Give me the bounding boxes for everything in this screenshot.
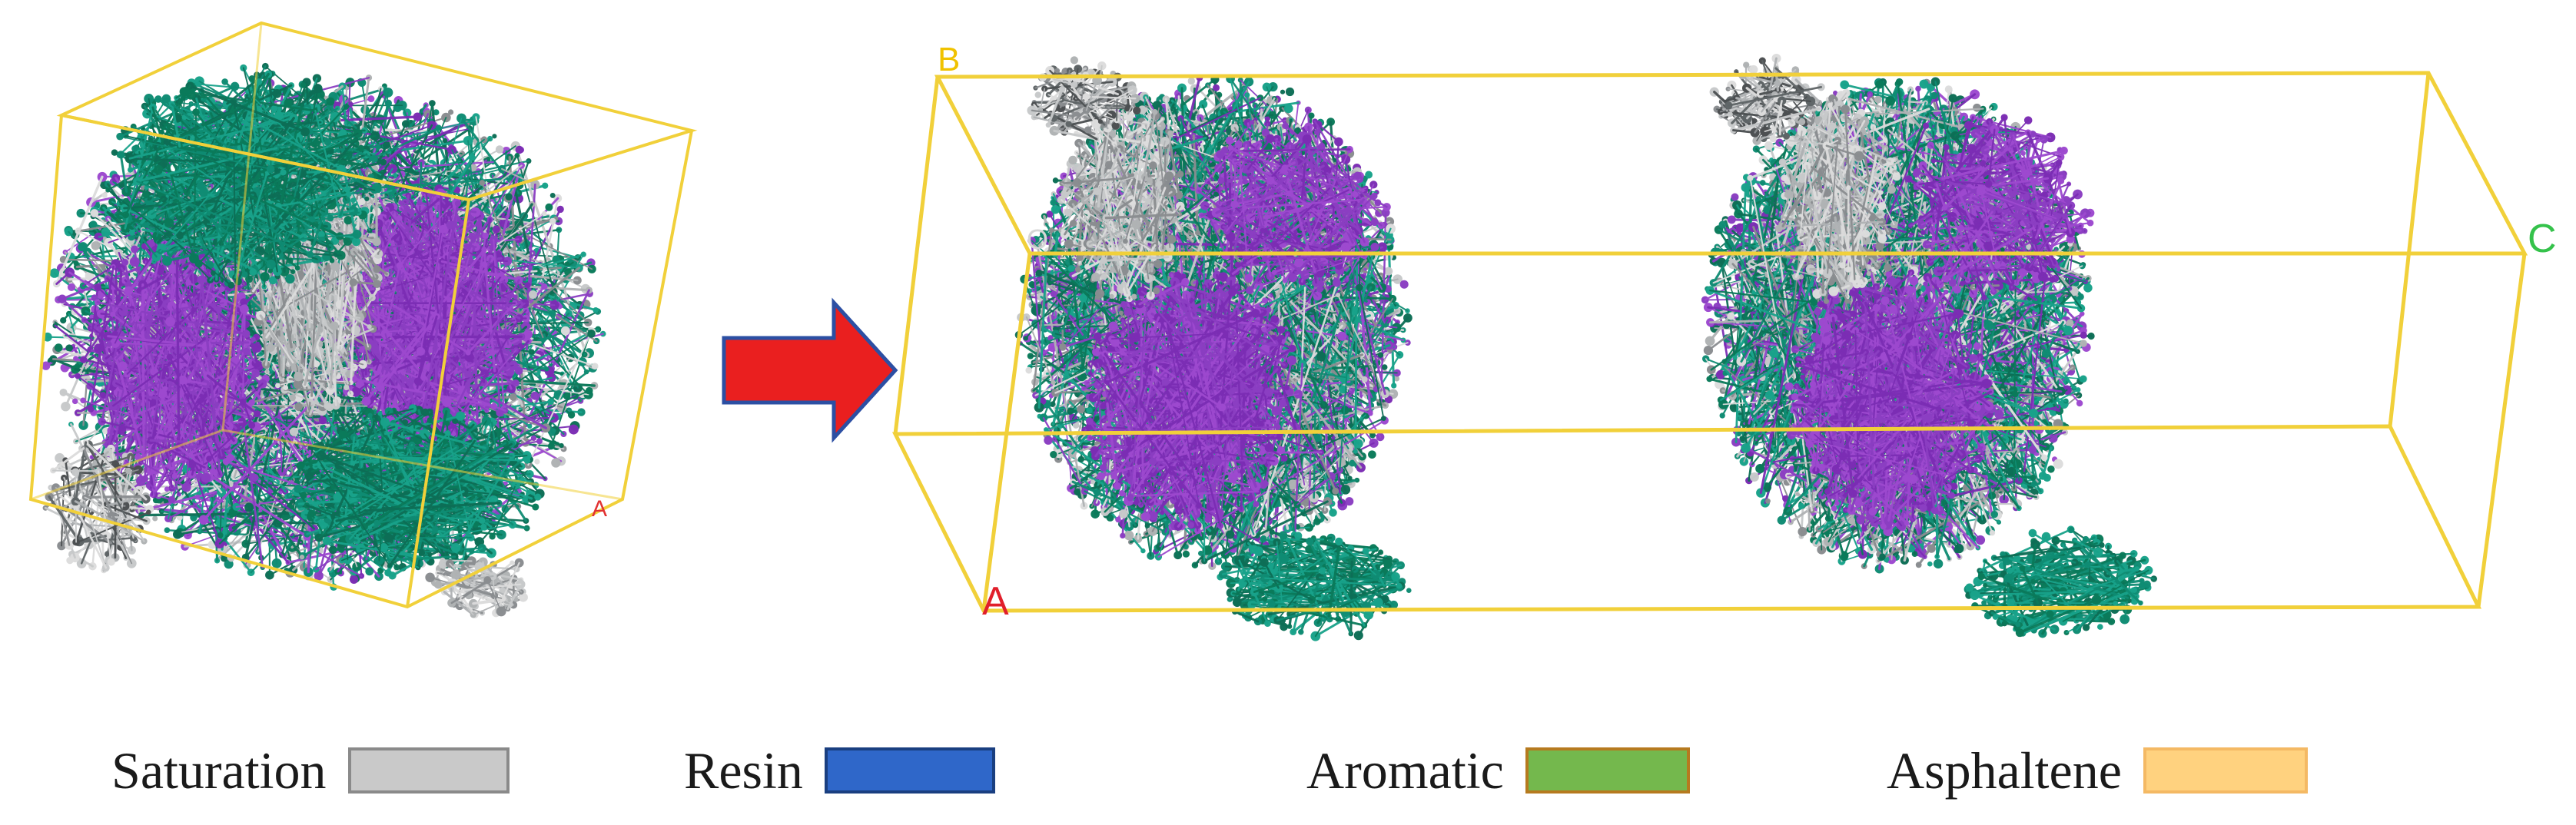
atom [91,241,101,250]
atom [299,555,305,560]
atom [490,403,498,410]
atom [536,438,543,445]
atom [479,180,486,186]
atom [365,567,374,576]
atom [530,435,537,441]
atom [495,145,504,154]
atom [168,495,176,504]
atom [542,182,549,189]
atom [469,154,476,161]
atom [361,396,371,406]
atom [401,120,410,128]
atom [217,532,224,538]
atom [549,192,556,198]
atom [101,192,108,198]
atom [289,427,299,436]
atom [198,515,209,525]
atom [551,458,561,468]
atom [73,260,79,267]
atom [417,200,423,206]
atom [591,363,599,370]
atom [164,527,171,534]
initial-model-atoms [41,62,606,619]
atom [248,399,255,406]
atom [67,283,76,292]
atom [547,398,554,406]
atom [413,377,423,386]
atom [567,411,576,419]
atom [318,416,327,425]
atom [349,575,359,584]
atom [73,356,79,362]
atom [585,386,593,395]
atom [454,200,461,207]
atom [442,397,452,407]
atom [492,134,497,139]
atom [367,95,375,103]
atom [505,193,513,200]
atom [416,346,425,356]
initial-model-cube: A [28,21,698,619]
atom [435,124,442,131]
atom [541,283,548,290]
atom [442,138,448,144]
atom [528,290,537,300]
atom [49,268,60,278]
atom [71,398,78,405]
atom [534,459,540,465]
atom [407,208,415,216]
atom [65,344,73,352]
atom [244,502,254,512]
atom [542,210,547,216]
atom [413,112,422,121]
atom [152,515,158,522]
atom [384,99,392,107]
atom [545,203,553,211]
atom [544,366,549,372]
atom [54,343,63,352]
atom [549,217,556,225]
atom [556,205,564,214]
atom [510,393,517,401]
atom [383,141,390,149]
atom [515,145,524,154]
atom [527,423,533,429]
atom [560,326,570,336]
atom [173,529,182,539]
atom [568,424,579,435]
